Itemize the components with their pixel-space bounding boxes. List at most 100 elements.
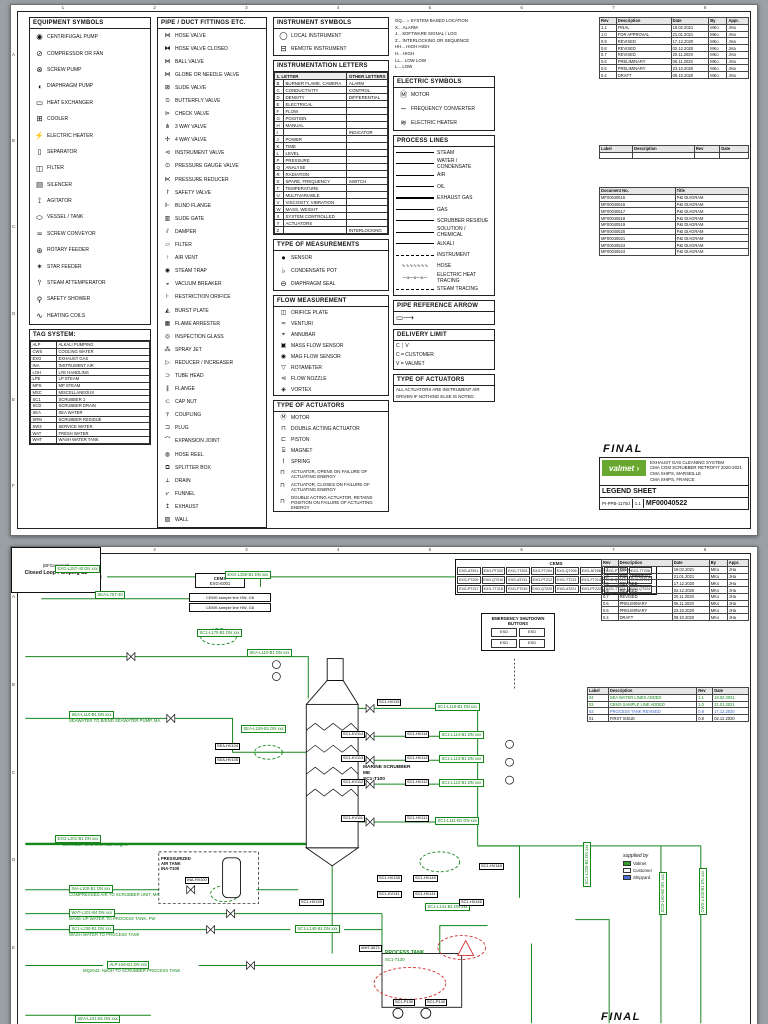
pipe-line-label: SC1-L112-B1 DN xxx bbox=[439, 779, 484, 787]
flow-symbol-icon: ◉ bbox=[280, 353, 287, 360]
legend-item: ◉ MAG FLOW SENSOR bbox=[274, 351, 388, 362]
frequency-converter-icon: ∼ bbox=[400, 104, 407, 114]
fitting-symbol-icon: ⊐ bbox=[164, 425, 171, 432]
legend-item-label: HEAT EXCHANGER bbox=[47, 99, 93, 106]
fitting-symbol-icon: ⊳ bbox=[164, 111, 171, 118]
esd-button-cell: ESD bbox=[519, 639, 545, 649]
legend-item-label: PLUG bbox=[175, 425, 189, 432]
legend-item: ◒ VACUUM BREAKER bbox=[158, 278, 266, 291]
legend-item-label: DOUBLE ACTING ACTUATOR bbox=[291, 425, 360, 432]
instrument-tag: SC1-HV112 bbox=[405, 779, 430, 786]
instrument-tag: SC1-KV113 bbox=[341, 755, 366, 762]
other-letters-cell bbox=[346, 163, 388, 171]
cems-signal-cell: EXG-AT221 bbox=[555, 585, 579, 594]
legend-item-label: ROTAMETER bbox=[291, 364, 323, 371]
legend-item-label: FILTER bbox=[47, 165, 64, 172]
table-header-row: Rev Description Date By Appr. bbox=[601, 559, 750, 567]
letter-row: B BURNER FLAME, CAMERA ALARM bbox=[274, 79, 388, 87]
other-letters-cell bbox=[346, 198, 388, 206]
grid-ref: 6 bbox=[520, 5, 523, 10]
legend-item-label: EXPANSION JOINT bbox=[175, 438, 220, 445]
section-title: TYPE OF ACTUATORS bbox=[394, 375, 494, 386]
electric-heater-icon: ≋ bbox=[400, 118, 407, 128]
esd-button-cell: ESD bbox=[491, 639, 517, 649]
pipe-line-label: SEA-L110-B1 DN xxx bbox=[247, 649, 292, 657]
pipe-line-label: INA-L100-B1 DN xxx bbox=[69, 885, 113, 893]
legend-item-label: STAR FEEDER bbox=[47, 263, 82, 270]
legend-item: ⊲ INSTRUMENT VALVE bbox=[158, 147, 266, 160]
cems-signal-cell: EXG-PT217 bbox=[457, 585, 481, 594]
grid-ref: 7 bbox=[612, 5, 615, 10]
cems-signal-cell: EXG-FT204 bbox=[530, 567, 554, 576]
other-letters-cell bbox=[346, 121, 388, 129]
pipe-line-label: SC1-L113-B1 DN xxx bbox=[439, 755, 484, 763]
legend-item: ⊠ SLIDE VALVE bbox=[158, 81, 266, 94]
fitting-symbol-icon: ◒ bbox=[165, 281, 170, 288]
equipment-symbols-column: EQUIPMENT SYMBOLS ◉ CENTRIFUGAL PUMP ⊘ C… bbox=[29, 17, 151, 449]
legend-item: ▦ FLAME ARRESTER bbox=[158, 317, 266, 330]
fitting-symbol-icon: ⍉ bbox=[165, 98, 170, 105]
meaning-cell: VISCOSITY, VIBRATION bbox=[282, 198, 348, 206]
vessel-tank-icon: ⬭ bbox=[36, 212, 43, 222]
meaning-cell: ACTUATORS bbox=[282, 219, 348, 227]
letter-cell: B bbox=[274, 79, 284, 87]
grid-ref: 1 bbox=[61, 5, 65, 10]
tag-description: SCRUBBER 1 bbox=[56, 395, 150, 404]
fittings-list: ⋈ HOSE VALVE ⧓ HOSE VALVE CLOSED ⋈ BALL … bbox=[158, 29, 266, 527]
tag-row: LPE LP STEAM bbox=[30, 374, 150, 383]
tag-row: SC1 SCRUBBER 1 bbox=[30, 395, 150, 404]
color-swatch bbox=[623, 868, 631, 873]
legend-item: ◯ LOCAL INSTRUMENT bbox=[274, 29, 388, 42]
grid-ref: A bbox=[12, 594, 16, 600]
diaphragm-seal-icon: ⊖ bbox=[280, 278, 287, 288]
legend-item-label: DIAPHRAGM SEAL bbox=[291, 280, 336, 287]
legend-note-item: ⊓ DOUBLE ACTING ACTUATOR, RETAINS POSITI… bbox=[274, 493, 388, 511]
legend-item-label: COMPRESSOR OR FAN bbox=[47, 50, 104, 57]
legend-item-label: HEATING COILS bbox=[47, 312, 86, 319]
meaning-cell bbox=[282, 226, 348, 234]
tag-code: SCD bbox=[30, 402, 57, 410]
legend-item: ⊙ PRESSURE GAUGE VALVE bbox=[158, 160, 266, 173]
section-title: INSTRUMENTATION LETTERS bbox=[274, 61, 388, 72]
legend-item-label: ELECTRIC HEATER bbox=[411, 119, 458, 126]
legend-item-label: TUBE HEAD bbox=[175, 372, 204, 379]
process-line-item: SOLUTION / CHEMICAL bbox=[394, 226, 494, 238]
instrument-tag: SC1-P140 bbox=[425, 999, 447, 1006]
delivery-limit-marker: C ┆ V bbox=[396, 342, 409, 349]
letter-cell: P bbox=[274, 156, 284, 164]
motor-icon: Ⓜ bbox=[399, 90, 408, 100]
other-letters-cell bbox=[346, 184, 388, 192]
line-label: ALKALI bbox=[437, 240, 454, 247]
tag-description: COOLING WATER bbox=[56, 347, 150, 356]
pipe-line-label: SC1-L230-B1 DN xxx bbox=[69, 925, 115, 933]
project-line: CMA SHIPS, MARSEILLE bbox=[650, 471, 701, 477]
legend-item-label: STEAM ATTEMPERATOR bbox=[47, 280, 106, 287]
legend-item-label: VESSEL / TANK bbox=[47, 214, 84, 221]
grid-ref: F bbox=[12, 483, 15, 489]
legend-item-label: CAP NUT bbox=[175, 399, 197, 406]
fitting-symbol-icon: ⊦ bbox=[165, 294, 170, 301]
supplied-by-row: Valmet bbox=[623, 860, 695, 867]
legend-item: ∥ FLANGE bbox=[158, 383, 266, 396]
screw-pump-icon: ⊗ bbox=[36, 65, 43, 75]
tag-code: SRM bbox=[30, 415, 57, 424]
meaning-cell: DENSITY bbox=[282, 93, 348, 101]
tag-description: FRESH WATER bbox=[56, 429, 150, 437]
grid-ref: 8 bbox=[703, 547, 707, 552]
line-sample bbox=[396, 163, 434, 165]
fitting-symbol-icon: ⁂ bbox=[164, 346, 171, 353]
fitting-symbol-icon: ▦ bbox=[164, 320, 171, 327]
pipe-annotation-text: COMPRESSED AIR TO SCRUBBER UNIT, MA bbox=[69, 892, 160, 897]
pid-piping-graphics bbox=[25, 560, 702, 1024]
electric-symbols-list: Ⓜ MOTOR ∼ FREQUENCY CONVERTER ≋ ELECTRIC… bbox=[394, 88, 494, 130]
legend-item: ⊟ REMOTE INSTRUMENT bbox=[274, 42, 388, 55]
grid-ref: B bbox=[12, 137, 16, 143]
instrument-tag: SC1-HV138 bbox=[377, 875, 402, 882]
